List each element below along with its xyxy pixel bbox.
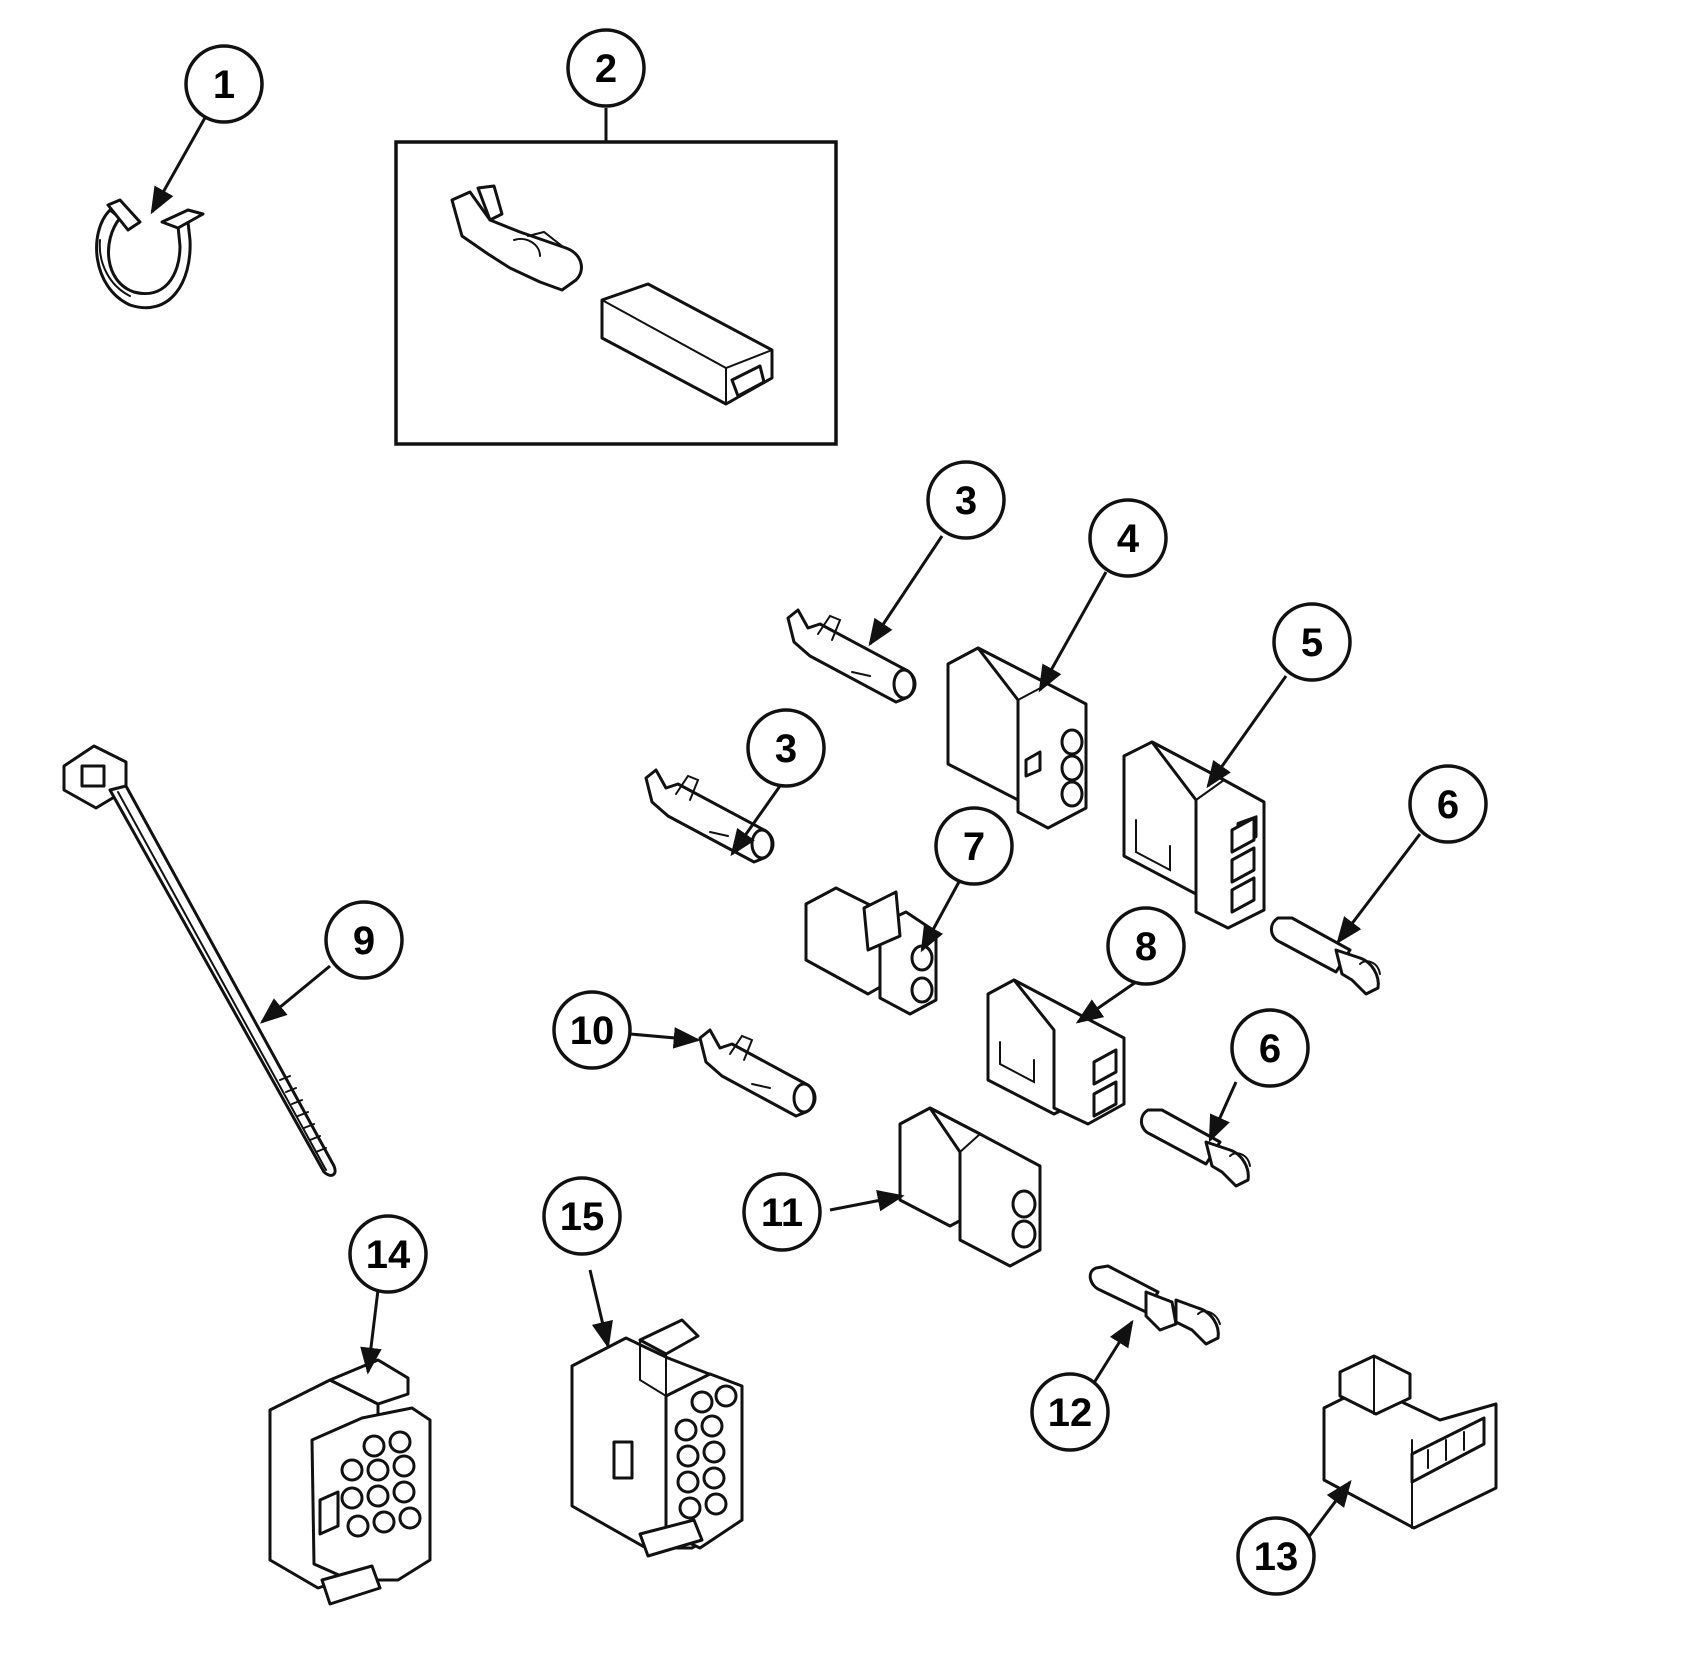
svg-text:10: 10 [570, 1009, 615, 1053]
callout-3-upper: 3 [926, 460, 1006, 540]
callout-12: 12 [1030, 1372, 1110, 1452]
callout-3-lower: 3 [746, 708, 826, 788]
part-11-housing-2-way [898, 1106, 1042, 1268]
part-5-housing-3-way [1122, 740, 1266, 930]
callout-10: 10 [552, 990, 632, 1070]
svg-text:15: 15 [560, 1195, 605, 1239]
svg-text:8: 8 [1135, 925, 1157, 969]
part-10-terminal [698, 1028, 817, 1118]
callout-2: 2 [566, 28, 646, 108]
svg-text:3: 3 [955, 479, 977, 523]
svg-text:12: 12 [1048, 1391, 1093, 1435]
part-3-terminal-upper [786, 608, 917, 704]
svg-text:7: 7 [963, 825, 985, 869]
svg-text:14: 14 [366, 1233, 411, 1277]
svg-text:3: 3 [775, 727, 797, 771]
svg-text:9: 9 [353, 919, 375, 963]
callout-1: 1 [184, 44, 264, 124]
svg-text:1: 1 [213, 63, 235, 107]
part-14-cavities [340, 1430, 422, 1538]
part-15-cavities [674, 1384, 738, 1520]
svg-text:6: 6 [1437, 783, 1459, 827]
svg-text:13: 13 [1254, 1535, 1299, 1579]
callout-8: 8 [1106, 906, 1186, 986]
part-15-housing-9-circuit [570, 1318, 744, 1558]
callout-6-upper: 6 [1408, 764, 1488, 844]
callout-6-lower: 6 [1230, 1008, 1310, 1088]
callout-13: 13 [1236, 1516, 1316, 1596]
callout-4: 4 [1088, 498, 1168, 578]
callout-9: 9 [324, 900, 404, 980]
part-1-clamp [95, 198, 205, 310]
part-13-connector-3-way [1322, 1354, 1498, 1530]
part-2-terminal-kit [394, 140, 838, 446]
callout-11: 11 [742, 1172, 822, 1252]
part-7-housing-2-way [804, 886, 938, 1016]
svg-text:4: 4 [1117, 517, 1140, 561]
callout-15: 15 [542, 1176, 622, 1256]
part-6-terminal-lower [1140, 1108, 1251, 1188]
part-12-terminal [1088, 1264, 1221, 1346]
callout-7: 7 [934, 806, 1014, 886]
part-4-housing-3-way [946, 646, 1088, 830]
callout-5: 5 [1272, 602, 1352, 682]
part-3-terminal-lower [644, 768, 775, 864]
part-8-housing-2-way [986, 978, 1126, 1126]
part-14-housing-9-circuit [268, 1358, 432, 1606]
part-6-terminal-upper [1270, 916, 1381, 996]
svg-text:2: 2 [595, 47, 617, 91]
callout-14: 14 [348, 1214, 428, 1294]
svg-text:11: 11 [761, 1191, 803, 1235]
svg-text:5: 5 [1301, 621, 1323, 665]
part-9-cable-tie [62, 744, 337, 1177]
leader-lines [150, 108, 1422, 1539]
svg-text:6: 6 [1259, 1027, 1281, 1071]
